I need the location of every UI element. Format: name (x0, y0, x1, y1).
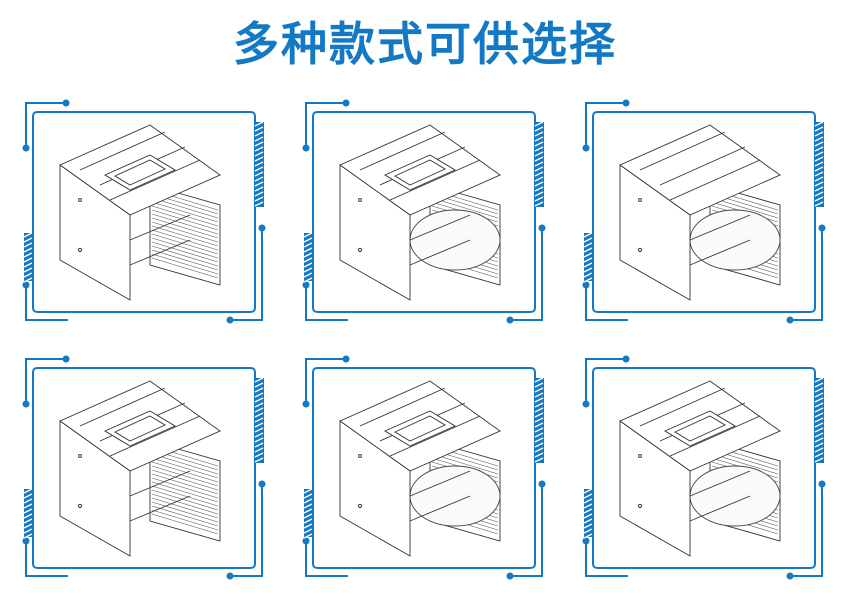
product-drawing (619, 380, 781, 557)
stripe-decoration (583, 121, 824, 283)
decorative-frame (585, 102, 823, 321)
product-card (0, 346, 290, 586)
product-drawing (59, 124, 221, 301)
stripe-decoration (303, 377, 544, 539)
product-drawing (339, 380, 501, 557)
product-drawing (59, 380, 221, 557)
product-card (560, 346, 850, 586)
frame-dots (22, 355, 266, 580)
decorative-frame (305, 102, 543, 321)
product-card (280, 90, 570, 330)
frame-dots (582, 99, 826, 324)
decorative-frame (25, 102, 263, 321)
decorative-frame (305, 358, 543, 577)
product-drawing (619, 124, 781, 301)
stripe-decoration (303, 121, 544, 283)
stripe-decoration (583, 377, 824, 539)
frame-dots (302, 355, 546, 580)
frame-dots (582, 355, 826, 580)
decorative-frame (585, 358, 823, 577)
frame-dots (302, 99, 546, 324)
product-card (280, 346, 570, 586)
decorative-frame (25, 358, 263, 577)
stripe-decoration (23, 377, 264, 539)
page-title: 多种款式可供选择 (233, 17, 617, 71)
stripe-decoration (23, 121, 264, 283)
product-drawing (339, 124, 501, 301)
product-card (560, 90, 850, 330)
product-card (0, 90, 290, 330)
frame-dots (22, 99, 266, 324)
